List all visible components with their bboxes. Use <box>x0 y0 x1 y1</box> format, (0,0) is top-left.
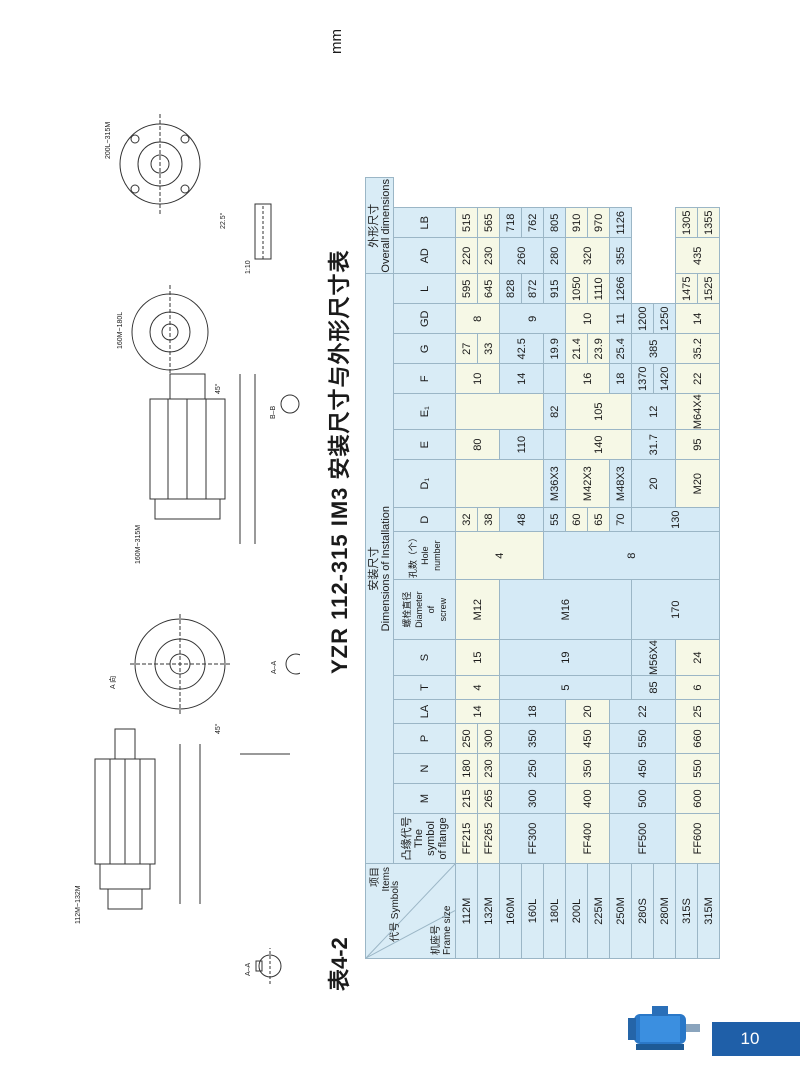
frame-225m: 225M <box>587 863 610 959</box>
col-e: E <box>393 429 456 460</box>
symbols-en: Symbols <box>390 880 401 920</box>
col-f: F <box>393 363 456 394</box>
unit-label: mm <box>328 29 345 54</box>
page-title: YZR 112-315 IM3 安装尺寸与外形尺寸表 <box>327 249 352 674</box>
section-aa-label: A–A <box>245 962 252 976</box>
frame-280m: 280M <box>653 863 676 959</box>
col-l: L <box>393 273 456 304</box>
frame-mid-label: 160M~315M <box>135 525 142 564</box>
blue-motor-photo-icon <box>628 1006 700 1050</box>
frame-180l: 180L <box>543 863 566 959</box>
col-lb: LB <box>393 207 456 238</box>
frame-cn: 机座号 <box>431 925 442 955</box>
frame-250m: 250M <box>609 863 632 959</box>
view-a-label: A 向 <box>108 676 117 689</box>
frame-132m: 132M <box>477 863 500 959</box>
section-bb-label: B–B <box>270 405 277 419</box>
angle-45-label: 45° <box>214 723 222 734</box>
motor-end-view-a <box>134 618 226 710</box>
frame-160l: 160L <box>521 863 544 959</box>
frame-160m: 160M <box>499 863 522 959</box>
frame-200l: 200L <box>565 863 588 959</box>
frame-315m: 315M <box>697 863 720 959</box>
page-tab <box>712 1022 800 1056</box>
angle-225-label: 22.5° <box>219 212 227 229</box>
col-m: M <box>393 783 456 814</box>
frame-315s: 315S <box>675 863 698 959</box>
motor-drawings: A–A 112M~132M A 向 45° A–A 160M~315M 160M… <box>75 114 300 984</box>
col-d1: D₁ <box>393 459 456 508</box>
symbols-cn: 代号 <box>390 922 401 942</box>
col-d: D <box>393 507 456 532</box>
frame-en: Frame size <box>442 905 453 955</box>
table-number: 表4-2 <box>327 937 352 991</box>
page-number: 10 <box>740 1029 760 1048</box>
frame-small-label: 112M~132M <box>75 885 82 924</box>
angle-45-label-2: 45° <box>214 383 222 394</box>
frame-200-label: 200L~315M <box>105 122 112 159</box>
col-gd: GD <box>393 303 456 334</box>
section-aa-label-2: A–A <box>271 660 278 674</box>
col-p: P <box>393 723 456 754</box>
taper-label: 1:10 <box>245 260 252 274</box>
col-e1: E₁ <box>393 393 456 430</box>
col-n: N <box>393 753 456 784</box>
col-ad: AD <box>393 237 456 274</box>
col-s: S <box>393 639 456 676</box>
col-la: LA <box>393 699 456 724</box>
frame-280s: 280S <box>631 863 654 959</box>
frame-112m: 112M <box>455 863 478 959</box>
col-g: G <box>393 333 456 364</box>
col-t: T <box>393 675 456 700</box>
items-cn: 项目 <box>370 867 381 887</box>
frame-160-label: 160M~180L <box>117 312 124 349</box>
